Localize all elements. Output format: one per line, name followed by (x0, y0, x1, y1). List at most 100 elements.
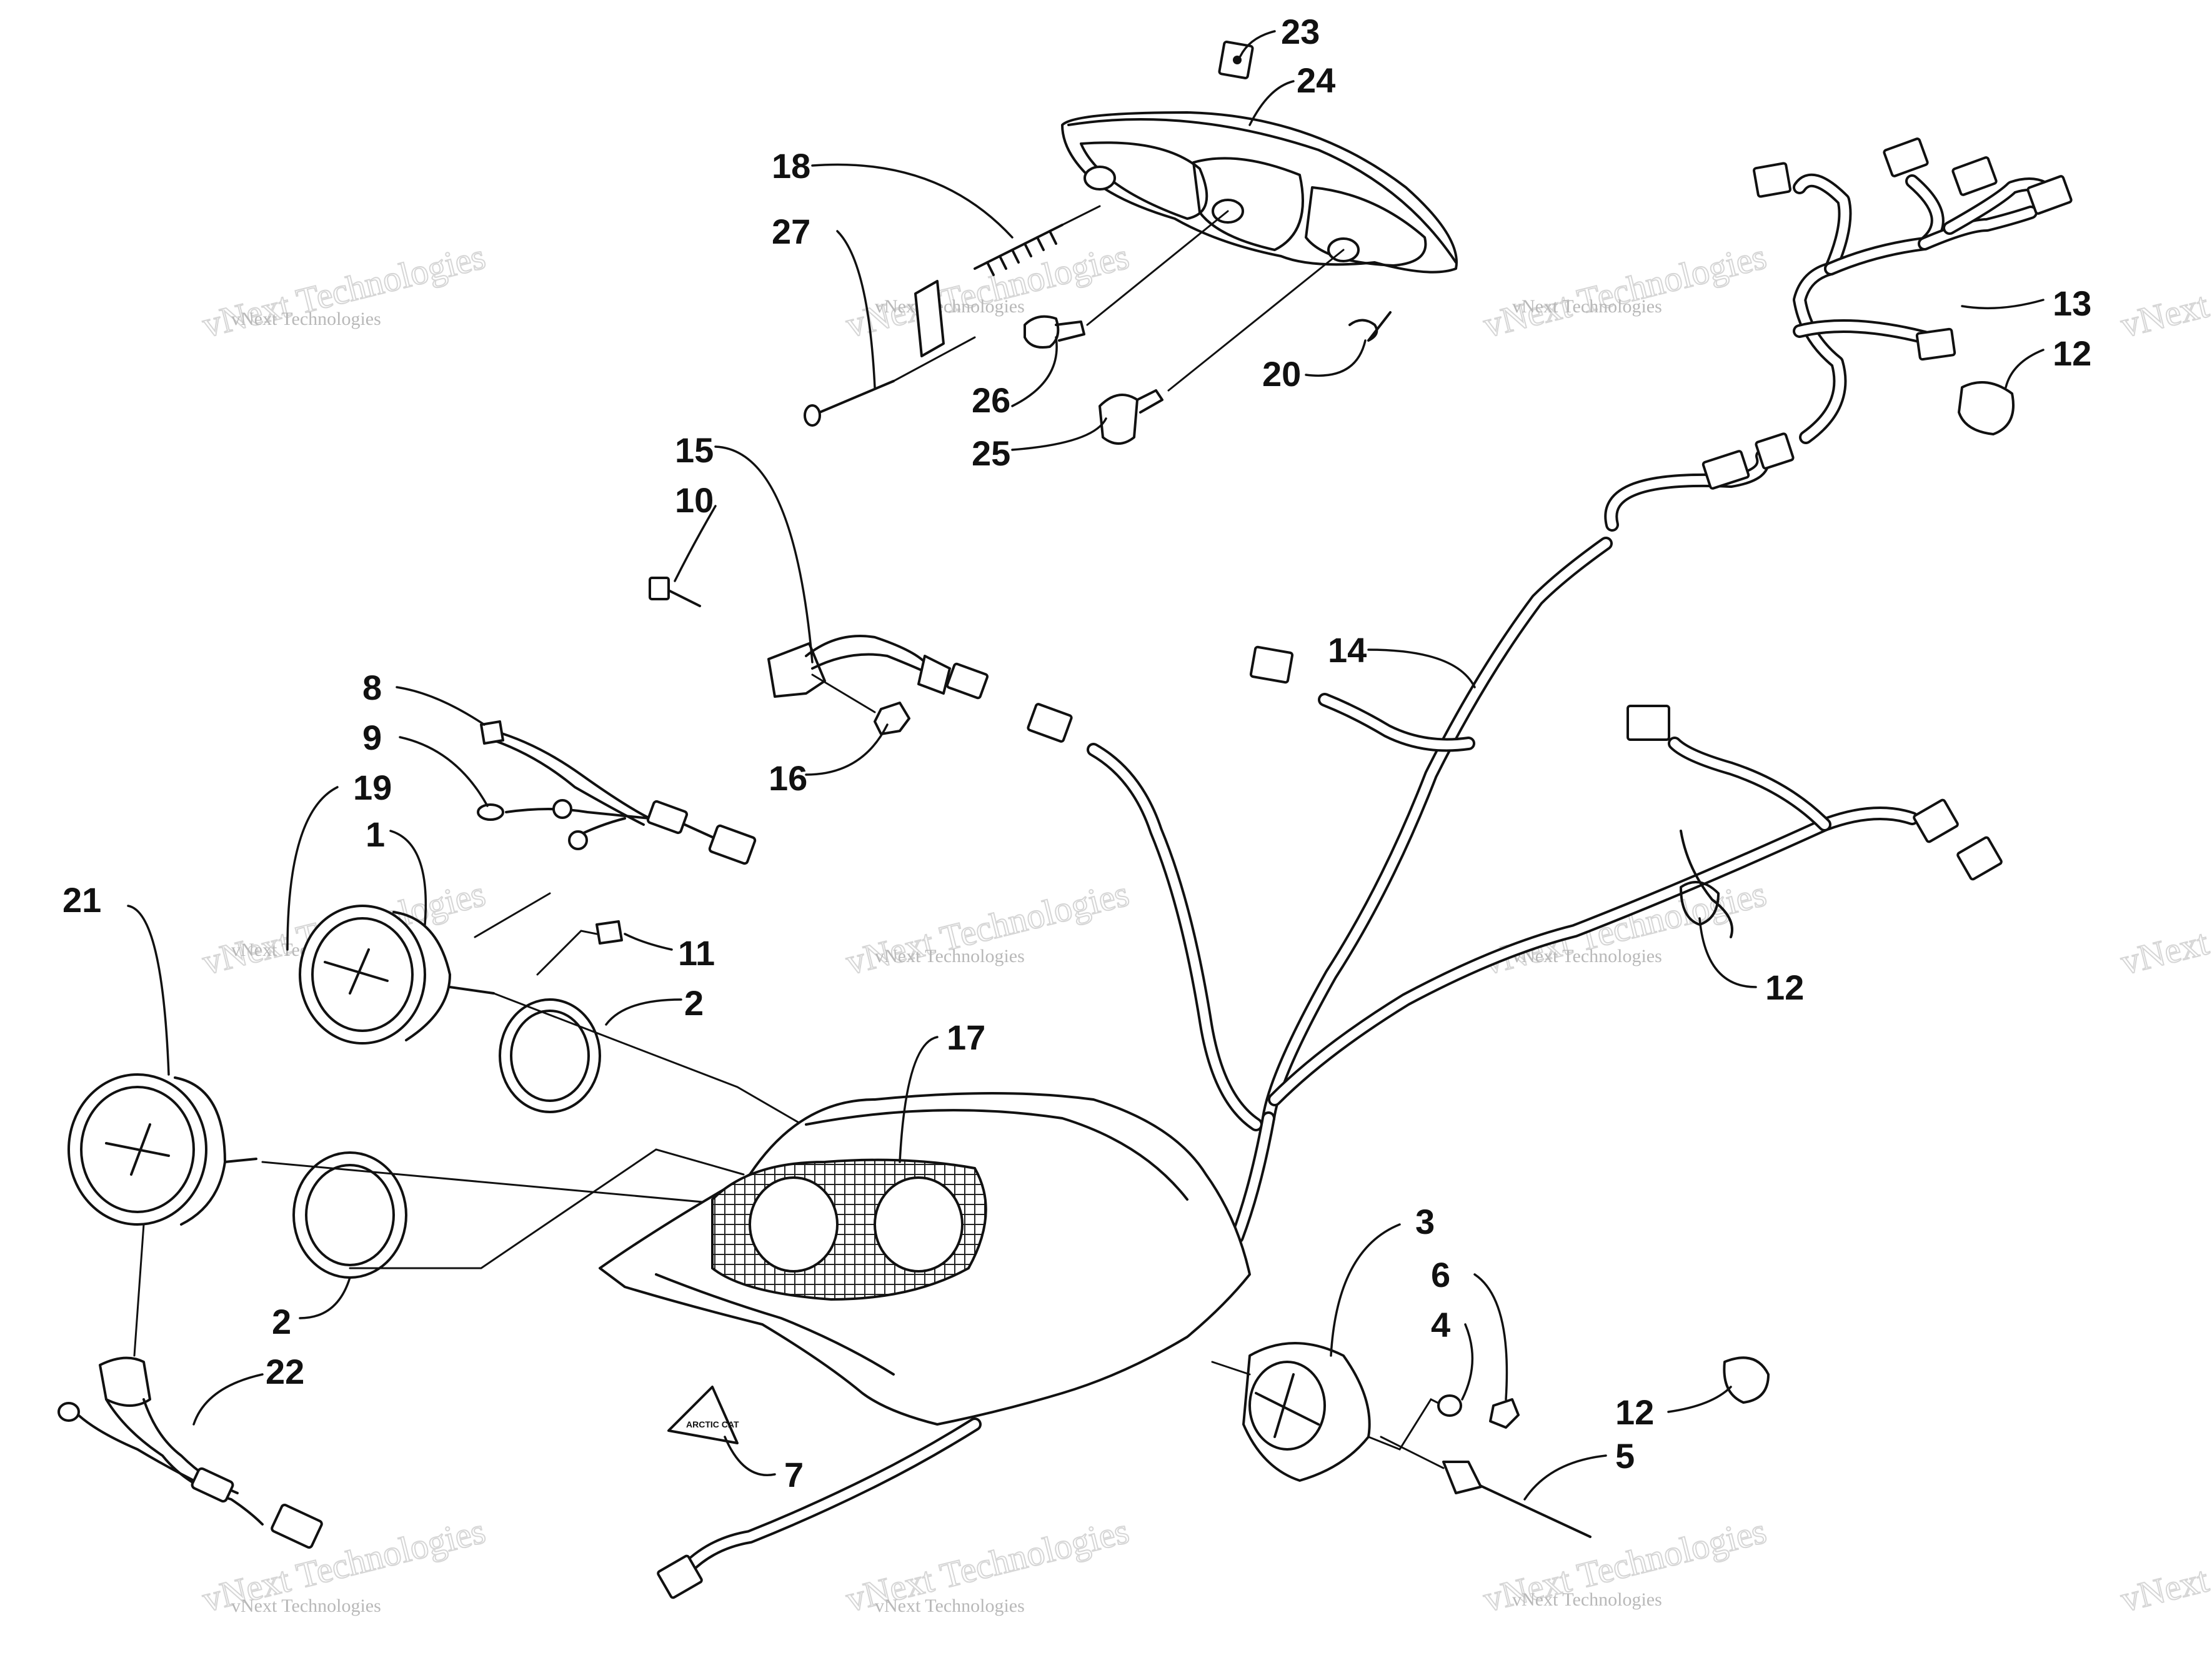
callout-22: 22 (266, 1352, 304, 1391)
watermark-small: vNext Technologies (875, 1596, 1025, 1616)
watermark-small: vNext Technologies (1512, 946, 1662, 966)
watermark-small: vNext Technologies (231, 1596, 381, 1616)
watermark-tile-edge: vNext Technologies (2116, 872, 2212, 983)
headlight-housing (1061, 111, 1458, 274)
dash-panel: ARCTIC CAT (599, 1092, 1251, 1599)
connector (1883, 137, 1929, 177)
callout-15: 15 (675, 430, 714, 470)
bezel-ring (292, 1151, 407, 1279)
switch-bracket (767, 642, 826, 698)
connector (708, 824, 757, 865)
bulb-socket (568, 830, 588, 850)
mounting-plate (914, 280, 945, 357)
callout-20: 20 (1262, 354, 1301, 394)
connector (271, 1504, 323, 1549)
callout-3: 3 (1415, 1202, 1435, 1241)
callout-2: 2 (684, 983, 704, 1023)
washer (1437, 1394, 1462, 1417)
watermark-tile: vNext Technologies (1478, 235, 1771, 345)
callout-12: 12 (1615, 1392, 1654, 1432)
callout-26: 26 (972, 380, 1010, 420)
gauge-hole-right (874, 1176, 964, 1273)
adjuster-screw (804, 336, 976, 427)
callout-labels: 23 24 18 27 26 25 20 13 12 15 10 16 14 8… (62, 12, 2091, 1494)
watermark-small: vNext Technologies (875, 946, 1025, 966)
callout-4: 4 (1431, 1305, 1450, 1344)
callout-7: 7 (784, 1455, 804, 1494)
headlight-rim (1067, 118, 1457, 264)
connector (2026, 175, 2073, 215)
bezel-ring (499, 998, 601, 1113)
callout-6: 6 (1431, 1255, 1450, 1294)
callout-21: 21 (62, 880, 101, 920)
dash-contour (805, 1109, 1188, 1201)
watermark-large: vNext Technologies (1479, 236, 1770, 345)
watermark-large: vNext Technologies (2116, 1510, 2212, 1619)
callout-24: 24 (1297, 61, 1335, 100)
callout-9: 9 (362, 718, 382, 757)
connector (1701, 450, 1750, 490)
connector (1951, 156, 1998, 196)
callout-19: 19 (353, 768, 392, 807)
nut (1489, 1398, 1520, 1429)
watermark-large: vNext Technologies (842, 236, 1133, 345)
connector (1753, 162, 1791, 198)
terminal-ring (477, 803, 504, 821)
callout-12: 12 (2053, 334, 2091, 373)
callout-5: 5 (1615, 1436, 1635, 1476)
bulb-socket-harness (1099, 249, 1345, 445)
watermark-small: vNext Technologies (875, 296, 1025, 317)
connector (1027, 703, 1073, 743)
watermark-large: vNext Technologies (2116, 873, 2212, 982)
watermark-tile-edge: vNext Technologies (2116, 235, 2212, 345)
bulb (1024, 210, 1229, 349)
callout-23: 23 (1281, 12, 1320, 51)
connector (1755, 432, 1795, 470)
arctic-cat-decal (667, 1386, 739, 1444)
watermark-layer: vNext Technologies vNext Technologies vN… (197, 235, 2212, 1620)
watermark-large: vNext Technologies (2116, 236, 2212, 345)
connector (1249, 645, 1294, 684)
main-wiring-harness (1027, 137, 2073, 1244)
callout-13: 13 (2053, 284, 2091, 323)
watermark-tile: vNext Technologies (841, 235, 1133, 345)
callout-25: 25 (972, 434, 1010, 473)
decal-text: ARCTIC CAT (686, 1419, 739, 1429)
connector (945, 662, 989, 700)
terminal-ring (57, 1402, 80, 1422)
gauge-speedometer (299, 905, 495, 1045)
watermark-small: vNext Technologies (231, 309, 381, 329)
gauge-hole-left (749, 1176, 839, 1273)
indicator-bulb (595, 920, 623, 945)
gauge-tachometer (67, 1073, 257, 1226)
bracket-hole (1233, 56, 1242, 64)
assembly-line (133, 1223, 145, 1357)
callout-1: 1 (366, 815, 385, 854)
callout-16: 16 (769, 758, 807, 798)
callout-27: 27 (772, 212, 810, 251)
callout-18: 18 (772, 146, 810, 186)
callout-17: 17 (947, 1018, 985, 1057)
gauge-wire-harness (477, 720, 757, 945)
harness-strap (1680, 830, 1733, 938)
hose-clamp (1723, 1356, 1770, 1404)
nut (874, 702, 910, 735)
callout-8: 8 (362, 668, 382, 707)
headlight-assembly (804, 41, 1458, 445)
switch-bracket-assembly (649, 577, 989, 735)
gauge-lamp-harness (57, 1356, 323, 1549)
connector (657, 1554, 703, 1599)
assembly-line (349, 1148, 745, 1269)
watermark-tile-edge: vNext Technologies (2116, 1509, 2212, 1620)
connector (1956, 836, 2003, 881)
bulb-socket (552, 799, 572, 819)
terminal (480, 720, 504, 745)
watermark-small: vNext Technologies (1512, 1589, 1662, 1610)
retainer-clip (1348, 311, 1392, 342)
dash-contour (655, 1273, 895, 1376)
connector (1915, 327, 1956, 361)
headlight-lens-mid (1192, 157, 1304, 251)
speedo-drive-assembly (1211, 1342, 1770, 1538)
callout-12: 12 (1765, 968, 1804, 1007)
